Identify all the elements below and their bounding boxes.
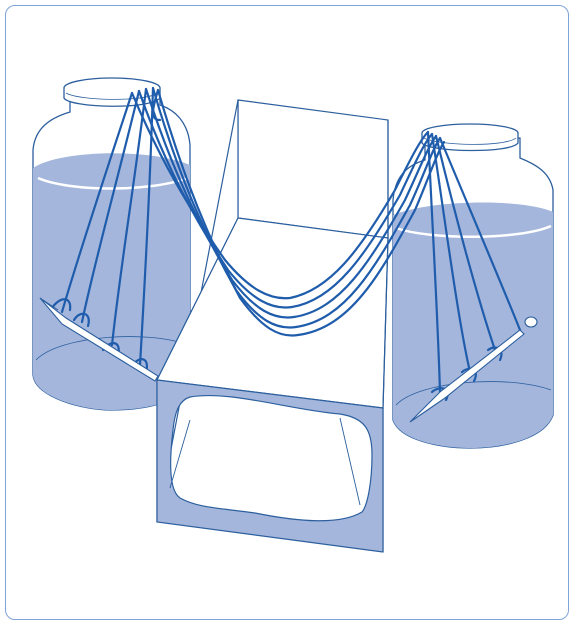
box-floor: [157, 218, 388, 408]
box-front-panel: [157, 380, 383, 552]
right-nail-head: [525, 317, 537, 327]
open-box: [157, 100, 388, 552]
box-back-panel: [238, 100, 388, 238]
